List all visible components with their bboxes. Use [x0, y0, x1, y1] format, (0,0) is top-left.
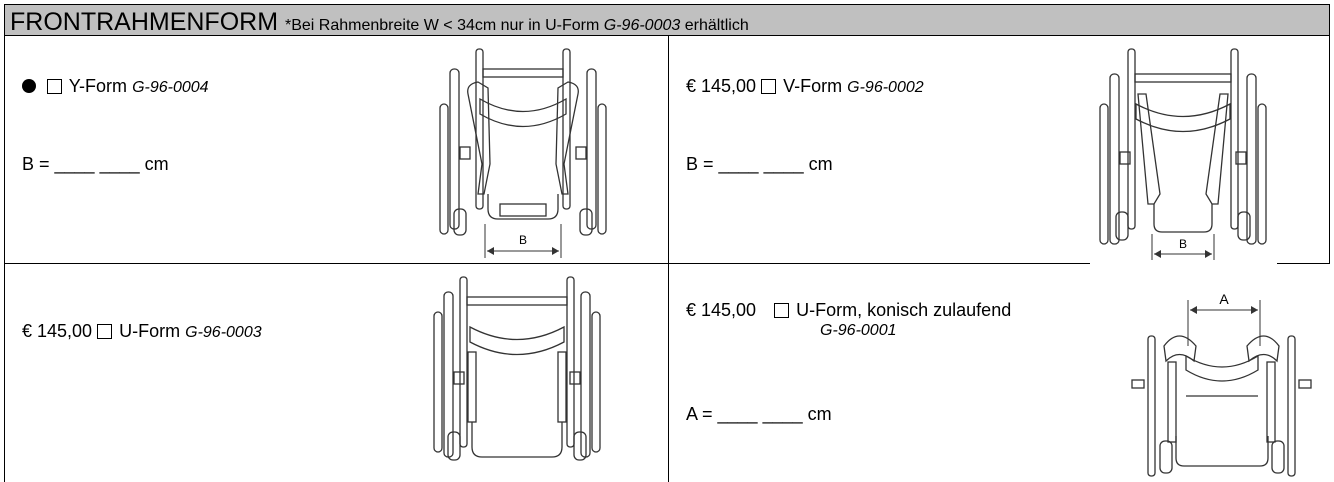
u-form-konisch-code: G-96-0001: [820, 322, 897, 339]
y-form-code: G-96-0004: [132, 79, 209, 96]
option-v-form: € 145,00 V-Form G-96-0002: [686, 76, 924, 98]
left-border: [4, 36, 5, 482]
u-form-konisch-dim-label: A: [1219, 291, 1229, 307]
u-form-wheelchair-drawing: [433, 276, 601, 461]
option-y-form: Y-Form G-96-0004: [22, 76, 209, 98]
row-divider-right-b: [1277, 263, 1330, 264]
u-form-konisch-price: € 145,00: [686, 300, 757, 320]
v-form-dim-label: B: [1179, 237, 1187, 251]
u-form-konisch-checkbox[interactable]: [774, 303, 790, 318]
option-u-form-konisch: € 145,00 U-Form, konisch zulaufend: [686, 300, 1011, 320]
u-form-price: € 145,00: [22, 321, 93, 341]
v-form-code: G-96-0002: [847, 79, 924, 96]
u-form-code: G-96-0003: [185, 324, 262, 341]
u-form-checkbox[interactable]: [97, 324, 113, 339]
y-form-b-field[interactable]: B = ____ ____ cm: [22, 154, 169, 174]
u-form-konisch-label: U-Form, konisch zulaufend: [796, 300, 1012, 320]
y-form-wheelchair-drawing: B: [439, 48, 607, 258]
v-form-label: V-Form: [783, 76, 843, 96]
y-form-label: Y-Form: [68, 76, 128, 96]
y-form-checkbox[interactable]: [47, 79, 63, 94]
v-form-b-field[interactable]: B = ____ ____ cm: [686, 154, 833, 174]
y-form-dim-label: B: [519, 233, 527, 247]
v-form-checkbox[interactable]: [761, 79, 777, 94]
header-bar: [4, 4, 1330, 36]
v-form-wheelchair-drawing: B: [1099, 48, 1267, 260]
v-form-price: € 145,00: [686, 76, 757, 96]
u-form-konisch-a-field[interactable]: A = ____ ____ cm: [686, 404, 832, 424]
u-form-konisch-wheelchair-drawing: A: [1131, 291, 1312, 477]
header-title: FRONTRAHMENFORM *Bei Rahmenbreite W < 34…: [10, 8, 749, 40]
u-form-label: U-Form: [119, 321, 181, 341]
section-title: FRONTRAHMENFORM: [10, 8, 279, 36]
row-divider-left: [4, 263, 668, 264]
row-divider-right-a: [668, 263, 1090, 264]
center-divider: [668, 36, 669, 482]
header-note: *Bei Rahmenbreite W < 34cm nur in U-Form…: [284, 17, 749, 34]
standard-bullet: [22, 79, 36, 93]
right-border: [1329, 36, 1330, 264]
option-u-form: € 145,00 U-Form G-96-0003: [22, 321, 262, 343]
